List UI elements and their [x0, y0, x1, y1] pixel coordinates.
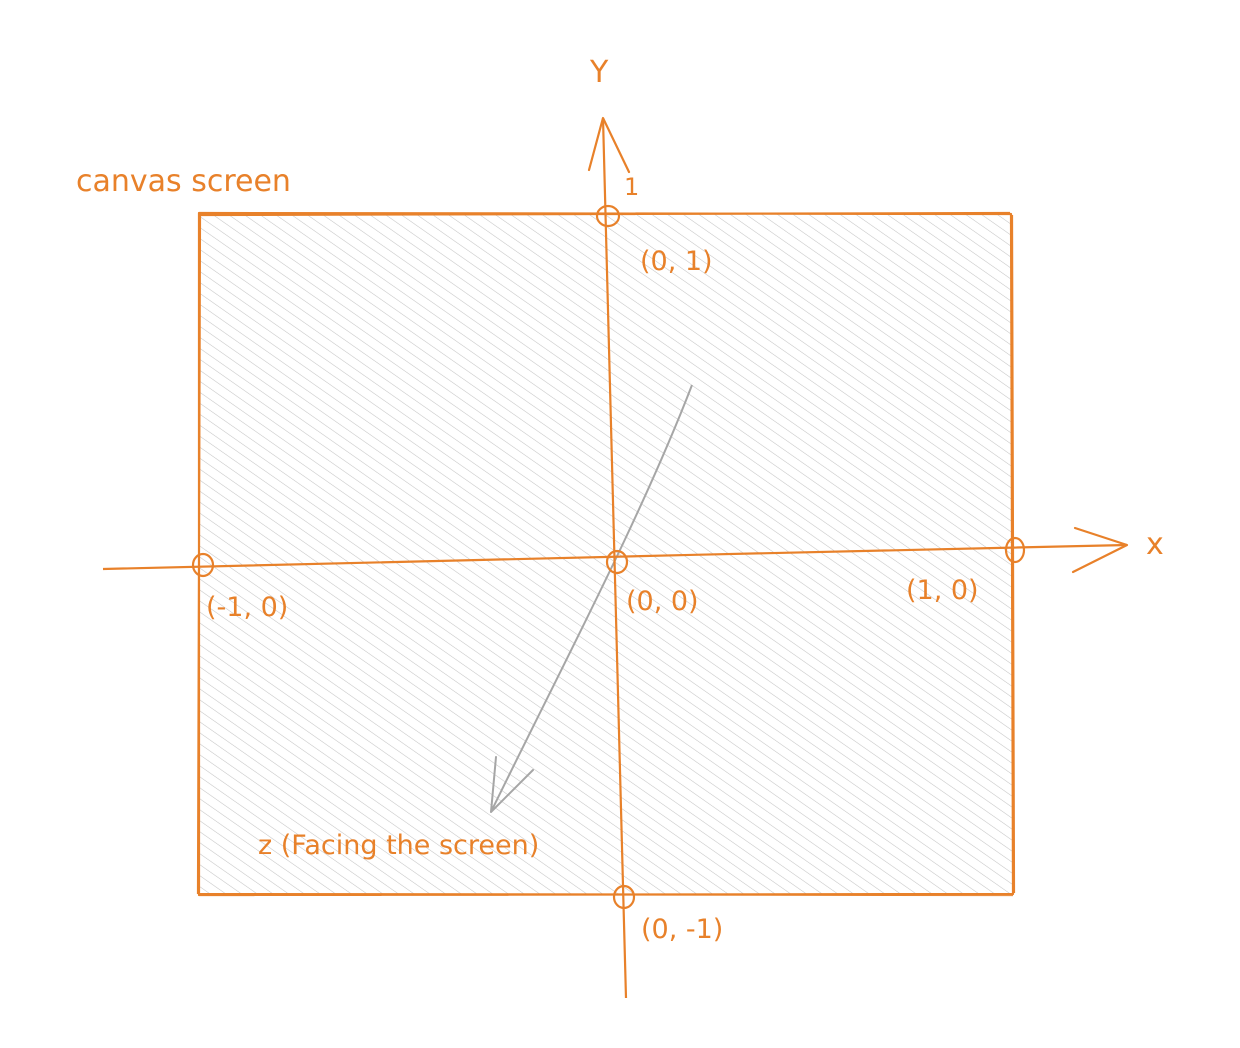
point-marker-bottom: [612, 884, 636, 910]
canvas-screen-title: canvas screen: [76, 164, 291, 199]
point-marker-right: [1004, 536, 1026, 564]
point-marker-origin: [605, 549, 629, 575]
z-axis-label: z (Facing the screen): [258, 830, 539, 861]
point-label-right: (1, 0): [906, 575, 979, 606]
point-marker-left: [191, 552, 215, 578]
x-axis: [102, 526, 1129, 574]
x-axis-arrowhead: [1071, 526, 1129, 574]
point-label-bottom: (0, -1): [641, 914, 723, 945]
y-axis-label: Y: [589, 55, 609, 90]
z-axis-arrowhead: [490, 756, 534, 813]
point-label-origin: (0, 0): [626, 586, 699, 617]
x-axis-label: x: [1146, 527, 1164, 562]
canvas-screen-rect: [196, 211, 1016, 897]
y-axis-arrowhead: [587, 116, 631, 174]
point-label-top: (0, 1): [640, 246, 713, 277]
point-label-left: (-1, 0): [206, 592, 288, 623]
y-axis-tick-label: 1: [624, 173, 639, 201]
z-axis: [490, 384, 693, 813]
point-marker-top: [595, 204, 621, 228]
